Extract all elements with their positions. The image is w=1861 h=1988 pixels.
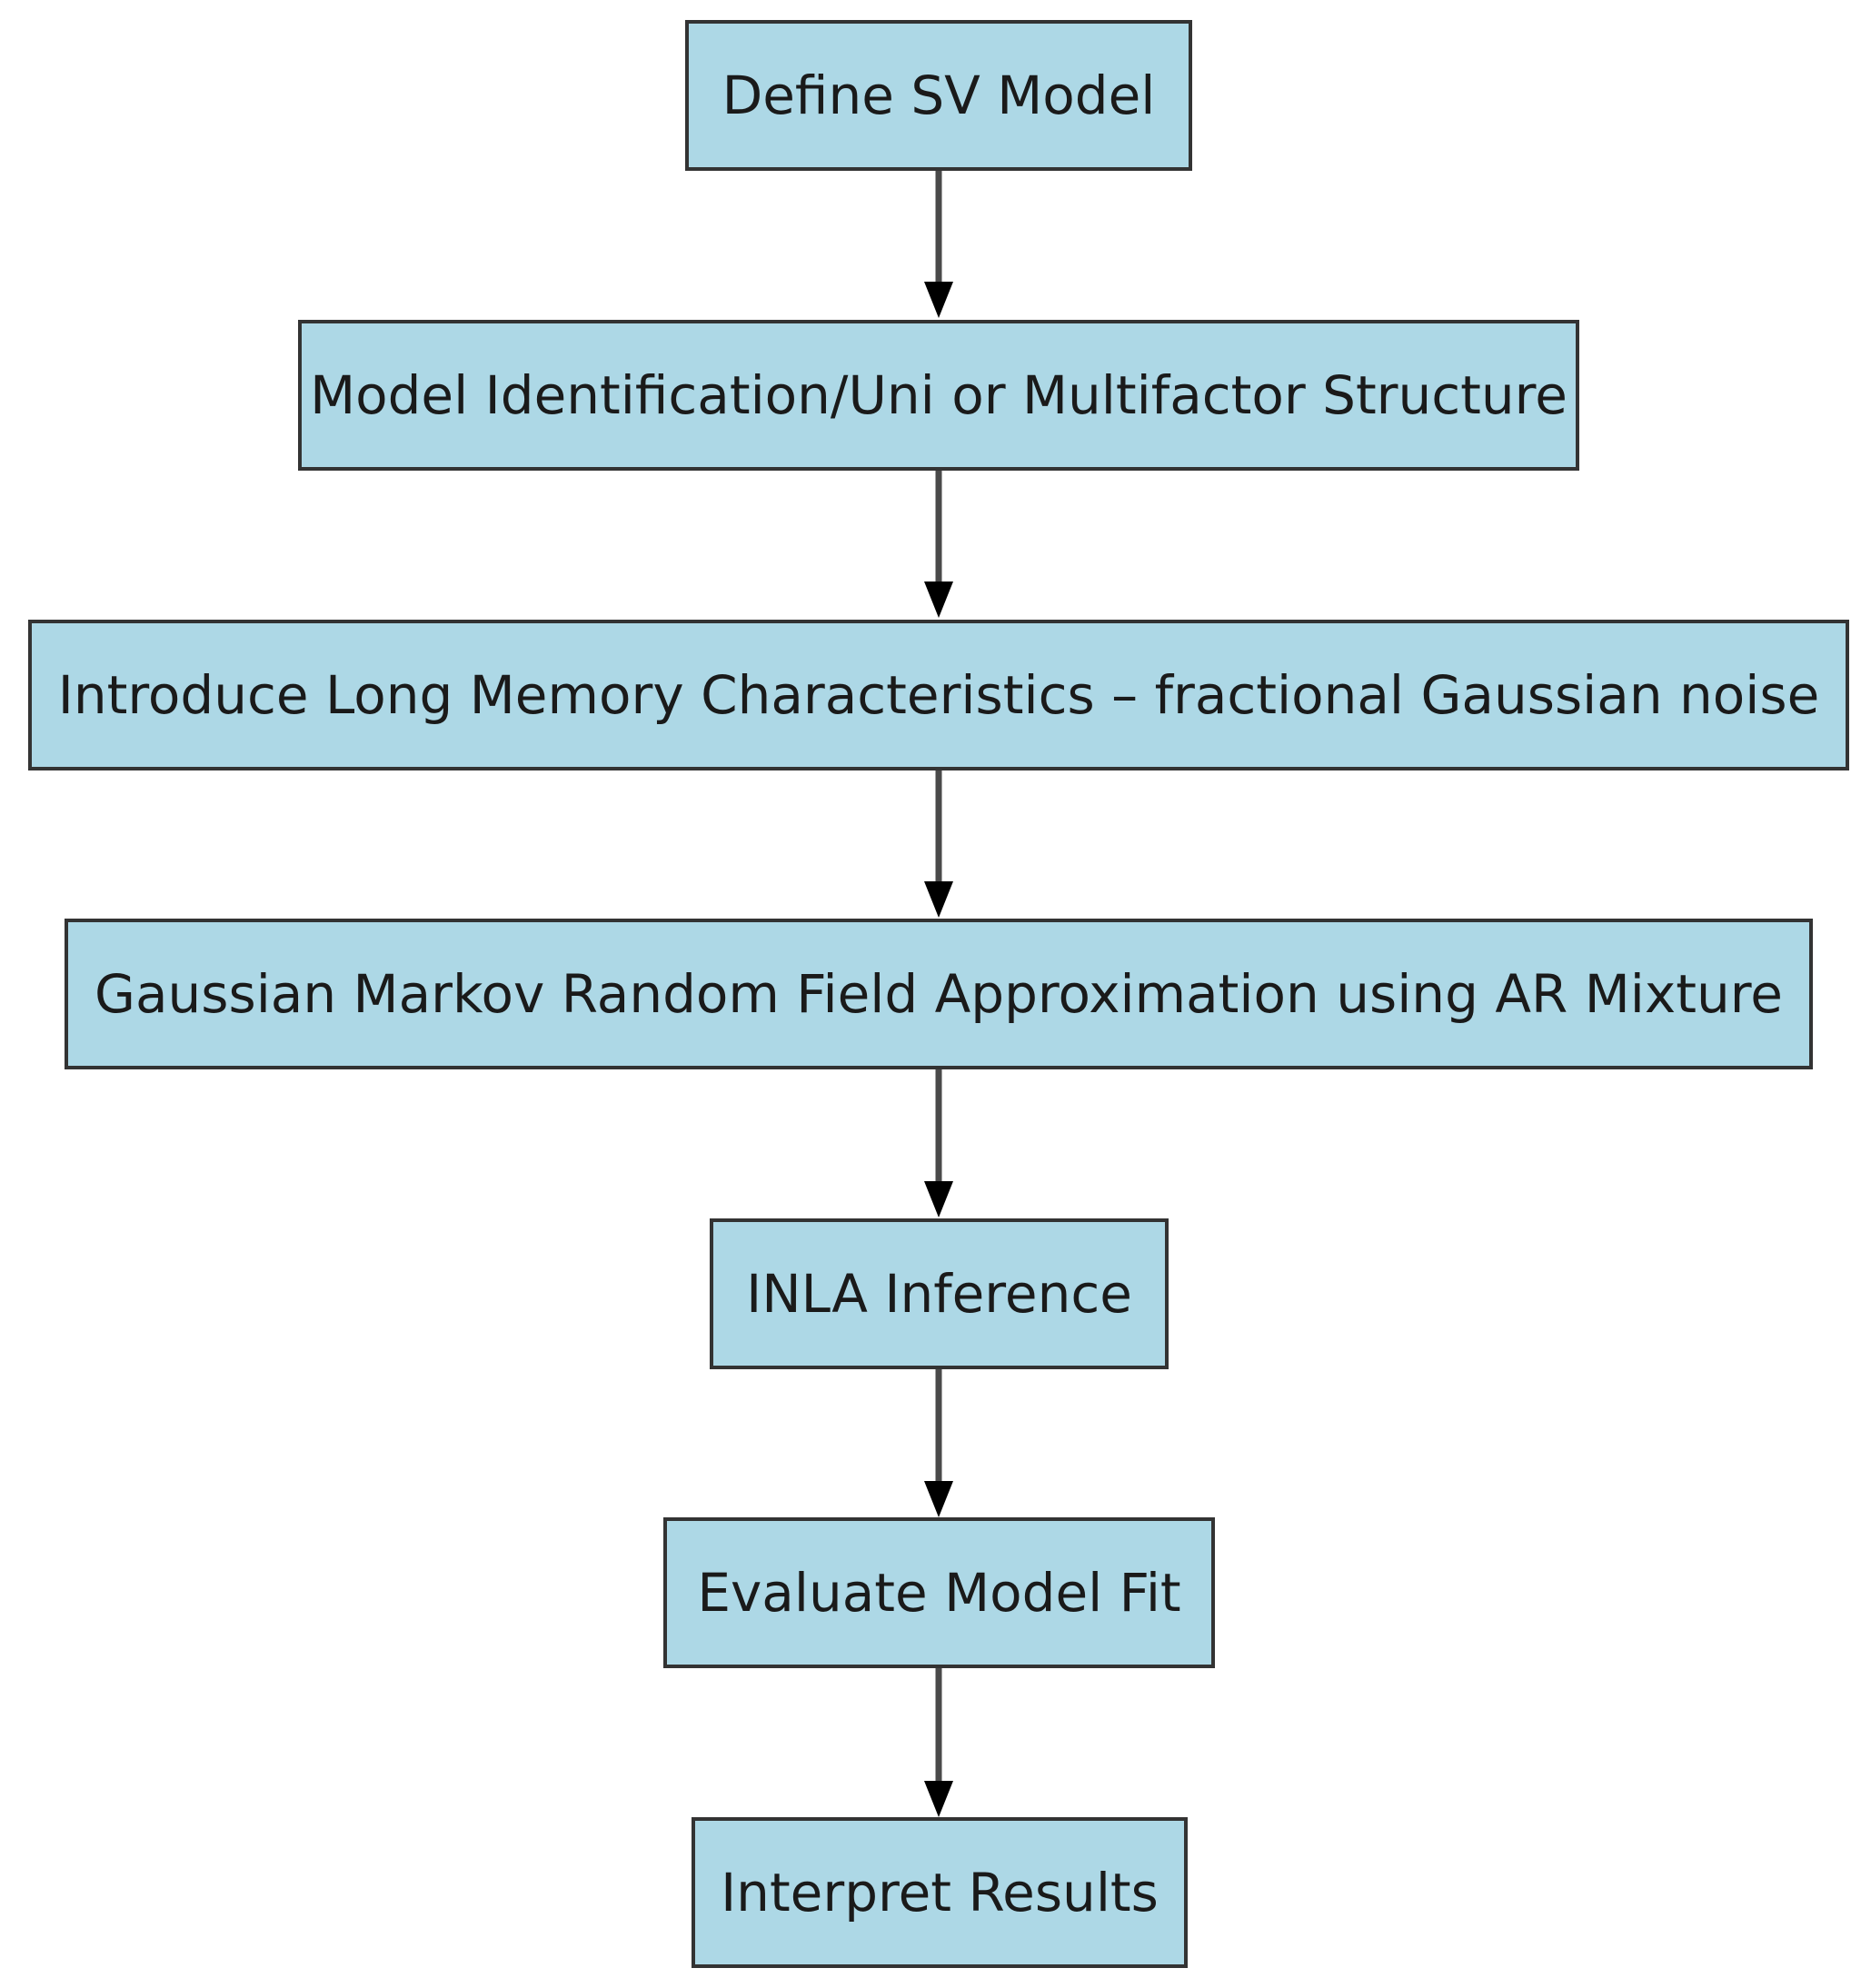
edge-identification-to-long-memory: [924, 471, 953, 618]
node-define-sv-model: Define SV Model: [685, 20, 1192, 171]
edge-inla-to-evaluate: [924, 1369, 953, 1517]
edge-long-memory-to-gmrf: [924, 770, 953, 918]
edge-gmrf-to-inla: [924, 1069, 953, 1218]
node-inla-inference: INLA Inference: [710, 1218, 1169, 1369]
edge-evaluate-to-interpret: [924, 1668, 953, 1817]
node-interpret-results: Interpret Results: [692, 1817, 1188, 1968]
edge-define-to-identification: [924, 171, 953, 318]
node-long-memory: Introduce Long Memory Characteristics – …: [28, 620, 1849, 770]
node-evaluate-model-fit: Evaluate Model Fit: [663, 1517, 1215, 1668]
node-model-identification: Model Identification/Uni or Multifactor …: [298, 320, 1579, 471]
node-gmrf-approximation: Gaussian Markov Random Field Approximati…: [65, 919, 1813, 1069]
